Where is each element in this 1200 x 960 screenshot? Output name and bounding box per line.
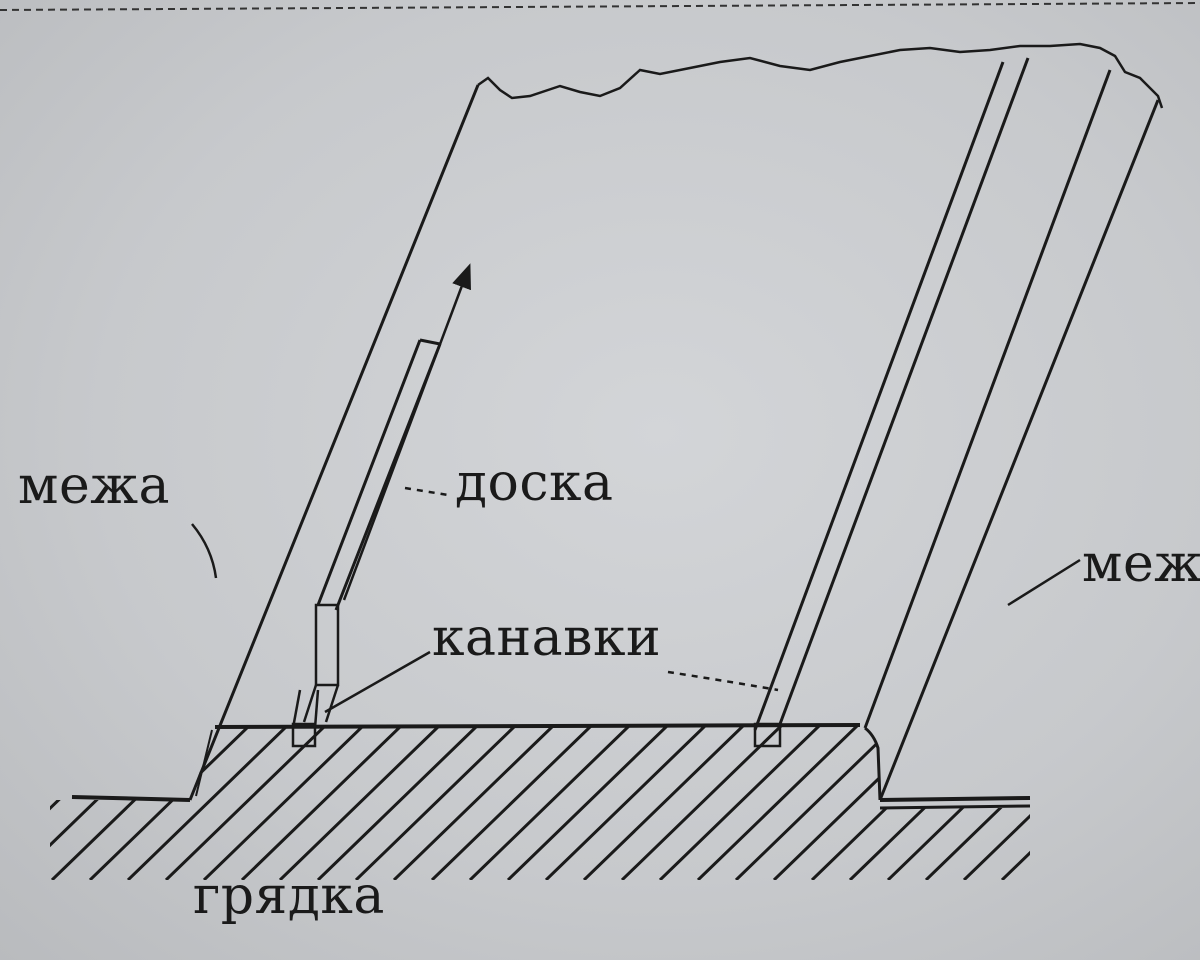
bed-right-edges	[863, 69, 1160, 801]
hatch-line	[88, 725, 252, 880]
hatch-line	[1000, 725, 1030, 880]
hatch-line	[696, 725, 860, 880]
hatch-line	[658, 725, 822, 880]
hatch-line	[240, 725, 404, 880]
hatch-line	[962, 725, 1030, 880]
bed-left-edge	[188, 84, 480, 801]
hatch-line	[50, 725, 62, 880]
hatch-line	[734, 725, 898, 880]
hatch-line	[1040, 725, 1200, 880]
hatch-line	[50, 725, 100, 880]
hatch-line	[164, 725, 328, 880]
label-gryadka: грядка	[193, 866, 385, 926]
label-doska: доска	[455, 453, 614, 513]
hatch-line	[924, 725, 1030, 880]
left-groove	[291, 689, 320, 748]
hatch-line	[582, 725, 746, 880]
hatch-line	[126, 725, 290, 880]
hatch-line	[392, 725, 556, 880]
hatch-line	[620, 725, 784, 880]
label-mezha-right: межа	[1082, 534, 1200, 594]
torn-top-edge	[477, 42, 1164, 109]
soil-hatching	[50, 725, 1200, 880]
hatch-line	[468, 725, 632, 880]
right-groove	[753, 57, 1030, 748]
hatch-line	[430, 725, 594, 880]
leader-lines	[191, 486, 1081, 714]
top-dashed-border	[0, 2, 1200, 11]
hatch-line	[278, 725, 442, 880]
hatch-line	[544, 725, 708, 880]
hatch-line	[354, 725, 518, 880]
label-kanavki: канавки	[432, 608, 662, 668]
hatch-line	[202, 725, 366, 880]
hatch-line	[1078, 725, 1200, 880]
hatch-line	[506, 725, 670, 880]
hatch-line	[316, 725, 480, 880]
board-direction-arrow	[342, 263, 471, 601]
label-mezha-left: межа	[18, 456, 171, 516]
